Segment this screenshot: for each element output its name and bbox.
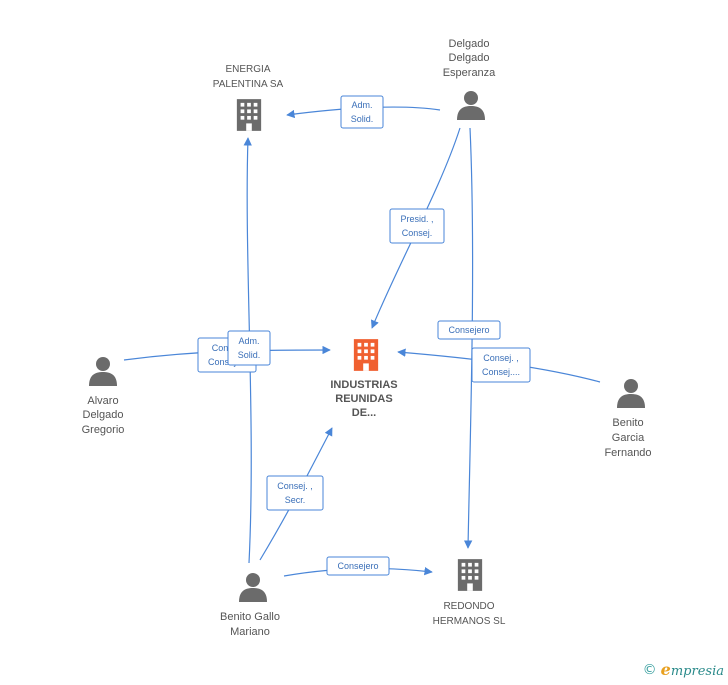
- svg-text:Adm.: Adm.: [351, 100, 372, 110]
- node-label: Benito: [612, 417, 643, 429]
- node-label: Delgado: [83, 409, 124, 421]
- svg-text:Consej....: Consej....: [482, 367, 520, 377]
- brand-initial: e: [660, 660, 671, 679]
- node-label: Delgado: [449, 52, 490, 64]
- building-icon: [236, 99, 262, 131]
- node-industrias-reunidas[interactable]: INDUSTRIAS REUNIDAS DE...: [330, 339, 398, 419]
- brand-name: mpresia: [670, 664, 724, 679]
- node-label: Alvaro: [87, 395, 118, 407]
- node-delgado-esperanza[interactable]: Delgado Delgado Esperanza: [443, 38, 496, 120]
- node-label: REUNIDAS: [335, 393, 392, 405]
- svg-text:Solid.: Solid.: [238, 350, 261, 360]
- building-icon: [457, 559, 483, 591]
- copyright-icon: ©: [642, 661, 657, 678]
- edge-label-gallo-industrias: Consej. , Secr.: [266, 475, 324, 511]
- node-label: Gregorio: [82, 424, 125, 436]
- node-label: Delgado: [449, 38, 490, 50]
- svg-text:Solid.: Solid.: [351, 114, 374, 124]
- node-label: DE...: [352, 407, 376, 419]
- svg-text:Adm.: Adm.: [238, 336, 259, 346]
- node-alvaro-delgado[interactable]: Alvaro Delgado Gregorio: [82, 357, 125, 436]
- person-icon: [617, 379, 645, 408]
- node-label: Garcia: [612, 432, 645, 444]
- node-redondo-hermanos[interactable]: REDONDO HERMANOS SL: [433, 559, 506, 627]
- person-icon: [457, 91, 485, 120]
- edge-esperanza-redondo: [463, 127, 474, 549]
- edge-label-esperanza-industrias: Presid. , Consej.: [389, 208, 445, 244]
- edge-label-gallo-redondo: Consejero: [326, 556, 390, 576]
- person-icon: [239, 573, 267, 602]
- node-benito-gallo[interactable]: Benito Gallo Mariano: [220, 573, 280, 638]
- node-label: HERMANOS SL: [433, 616, 506, 627]
- edge-label-esperanza-energia: Adm. Solid.: [340, 95, 384, 129]
- node-label: Esperanza: [443, 67, 496, 79]
- svg-text:Presid. ,: Presid. ,: [400, 214, 433, 224]
- node-label: ENERGIA: [225, 64, 270, 75]
- svg-text:Consej. ,: Consej. ,: [483, 353, 519, 363]
- svg-text:Consejero: Consejero: [448, 325, 489, 335]
- node-label: Fernando: [604, 447, 651, 459]
- node-label: Benito Gallo: [220, 611, 280, 623]
- svg-text:Consej....: Consej....: [208, 357, 246, 367]
- svg-text:Consej.: Consej.: [402, 228, 433, 238]
- node-benito-garcia[interactable]: Benito Garcia Fernando: [604, 379, 652, 459]
- node-label: Mariano: [230, 626, 270, 638]
- svg-text:Consejero: Consejero: [337, 561, 378, 571]
- svg-text:Consej.: Consej.: [212, 343, 243, 353]
- svg-text:Consej. ,: Consej. ,: [277, 481, 313, 491]
- node-label: INDUSTRIAS: [330, 379, 397, 391]
- svg-text:Secr.: Secr.: [285, 495, 306, 505]
- node-energia-palentina[interactable]: ENERGIA PALENTINA SA: [213, 64, 284, 131]
- edge-label-gallo-energia: Adm. Solid.: [227, 330, 271, 366]
- building-icon: [353, 339, 379, 371]
- person-icon: [89, 357, 117, 386]
- node-label: PALENTINA SA: [213, 79, 284, 90]
- footer-branding: © empresia: [643, 660, 724, 679]
- node-label: REDONDO: [443, 601, 494, 612]
- brand-logo[interactable]: empresia: [661, 660, 724, 679]
- edge-label-esperanza-redondo: Consejero: [437, 320, 501, 340]
- edge-label-garcia-industrias: Consej. , Consej....: [471, 347, 531, 383]
